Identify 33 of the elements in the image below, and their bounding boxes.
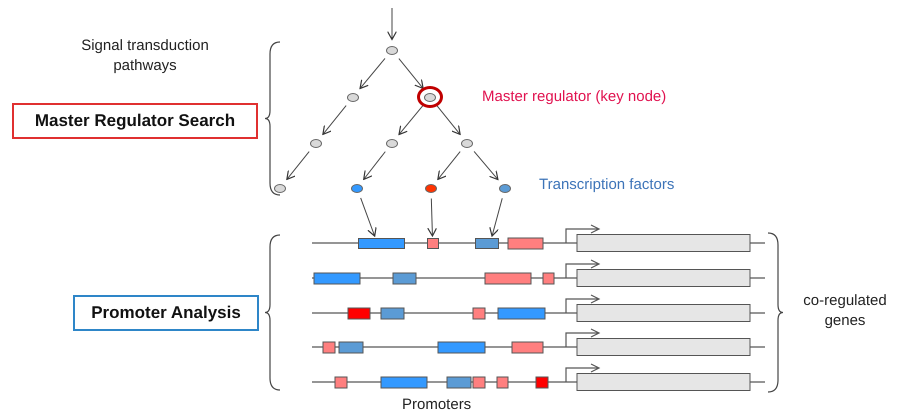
arrow (359, 58, 386, 90)
arrow (360, 197, 377, 237)
node-annotation: Master regulator (key node) (482, 87, 666, 107)
arrow (436, 105, 461, 136)
arrow (286, 151, 310, 180)
arrow (398, 104, 424, 136)
binding-site (475, 238, 499, 249)
arrow (474, 150, 498, 180)
arrow (427, 198, 438, 237)
arrow (322, 105, 347, 136)
signaling-node (386, 46, 398, 54)
signaling-node (310, 138, 322, 148)
annotation-text: Transcription factors (539, 175, 674, 195)
transcription-factor-node (499, 184, 511, 192)
annotation-text: Signal transduction pathways (80, 36, 210, 76)
arrow (489, 198, 503, 237)
section-label: Promoter Analysis (73, 295, 259, 331)
signaling-node (461, 138, 473, 148)
annotation-text: co-regulated genes (802, 291, 888, 332)
annotation-text: Promoters (402, 395, 472, 415)
binding-site (358, 238, 405, 249)
arrow (363, 151, 386, 180)
transcription-factor-node (351, 184, 363, 192)
arrow (437, 151, 461, 180)
signaling-node (347, 92, 359, 102)
transcription-factor-node (425, 184, 437, 192)
signaling-node (424, 92, 436, 102)
arrow (386, 8, 398, 40)
signaling-node (386, 138, 398, 148)
arrow (398, 58, 424, 90)
section-label: Master Regulator Search (12, 103, 258, 139)
binding-site (427, 238, 439, 249)
signaling-node (274, 184, 286, 192)
